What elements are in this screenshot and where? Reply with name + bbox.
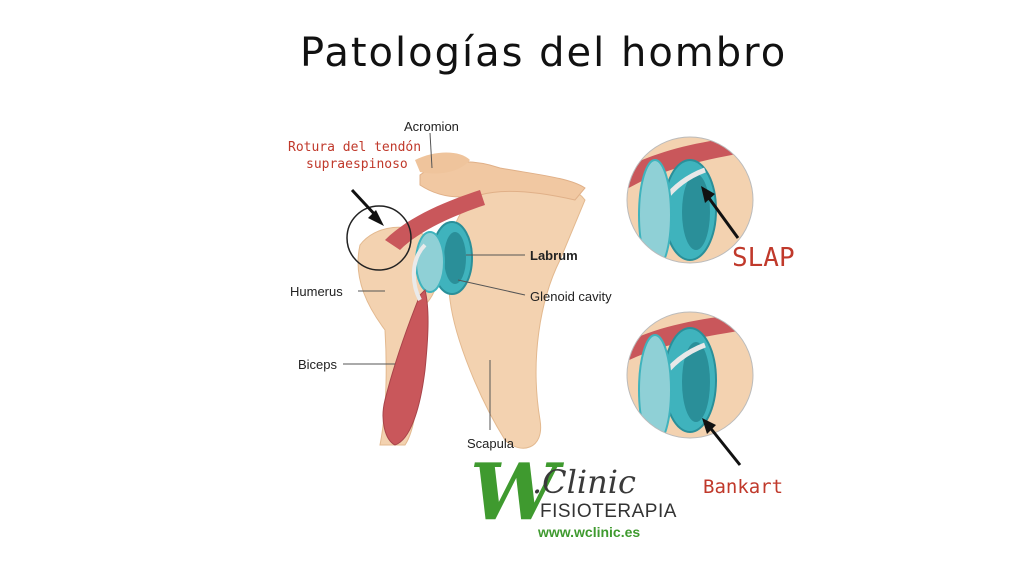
logo-fisioterapia-text: FISIOTERAPIA xyxy=(540,501,677,522)
tear-highlight-circle xyxy=(346,205,412,271)
annotation-rotura-line1: Rotura del tendón xyxy=(288,140,422,155)
biceps-muscle xyxy=(382,289,429,446)
clavicle-shape xyxy=(415,152,470,174)
humeral-head-cartilage xyxy=(415,231,445,293)
acromion-shape xyxy=(419,161,586,201)
logo-clinic-text: .Clinic xyxy=(532,463,636,501)
bankart-inset xyxy=(627,312,753,438)
supraspinatus-muscle xyxy=(385,190,485,250)
label-labrum: Labrum xyxy=(530,248,578,263)
label-biceps: Biceps xyxy=(298,357,338,372)
label-glenoid-cavity: Glenoid cavity xyxy=(530,289,612,304)
annotation-slap: SLAP xyxy=(732,243,795,273)
slap-inset xyxy=(627,137,753,263)
logo-url: www.wclinic.es xyxy=(538,524,641,540)
annotation-rotura-line2: supraespinoso xyxy=(306,157,408,172)
page-title: Patologías del hombro xyxy=(300,30,788,76)
label-scapula: Scapula xyxy=(467,436,514,451)
wclinic-logo: W .Clinic FISIOTERAPIA www.wclinic.es xyxy=(470,454,676,552)
label-humerus: Humerus xyxy=(290,284,343,299)
logo-w-mark: W xyxy=(470,447,558,538)
label-acromion: Acromion xyxy=(404,119,459,134)
annotation-bankart: Bankart xyxy=(703,476,784,498)
